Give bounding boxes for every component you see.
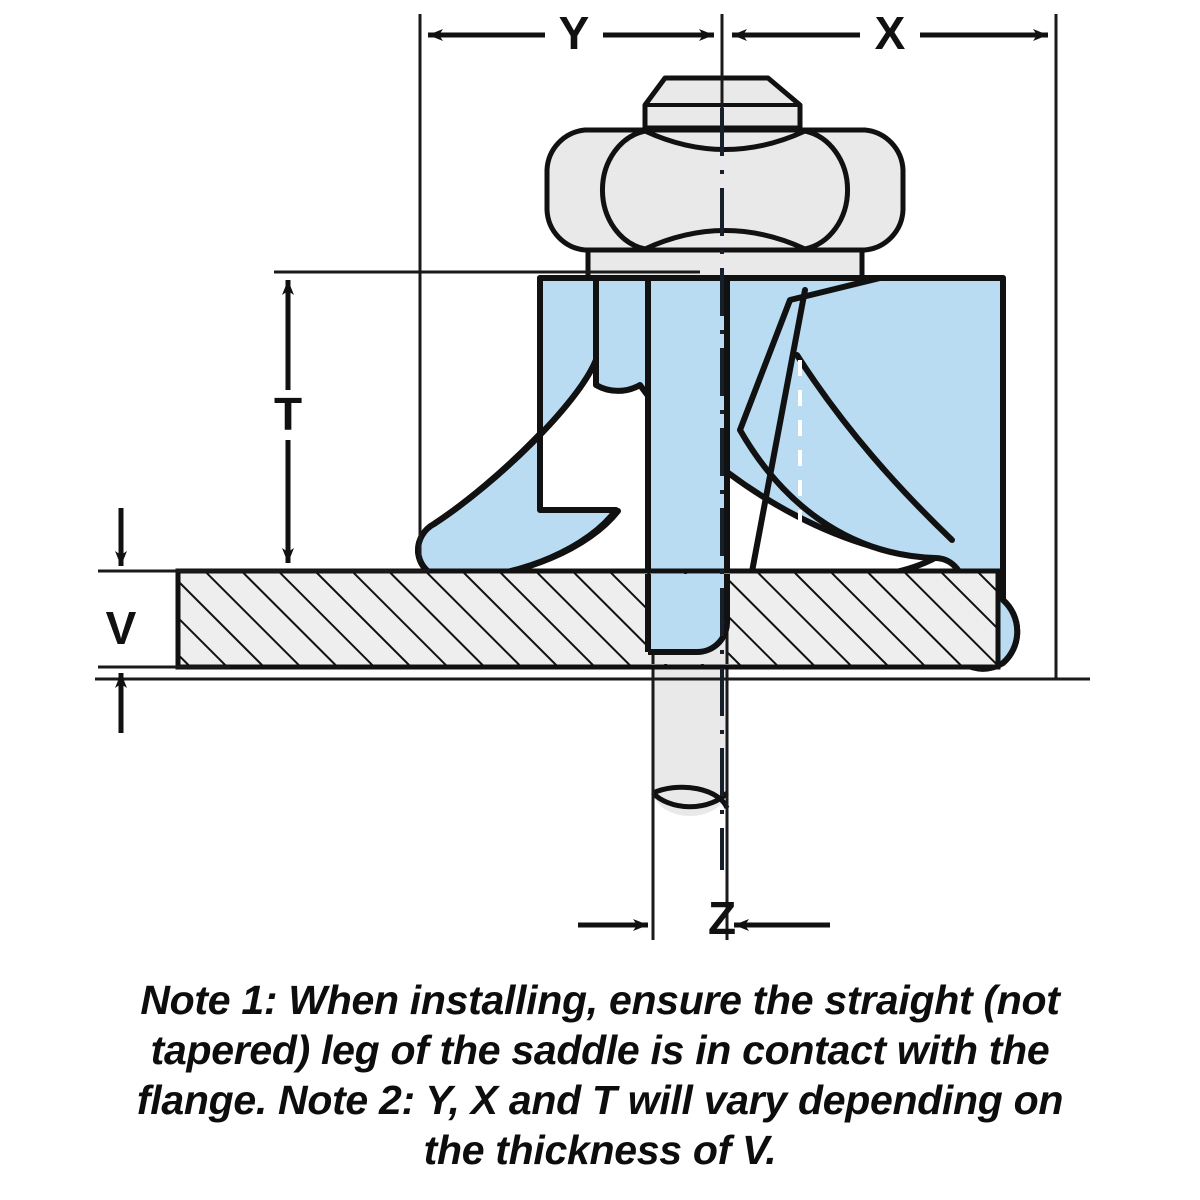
extension-lines bbox=[98, 14, 1058, 940]
note-line-4: the thickness of V. bbox=[423, 1127, 777, 1174]
dimension-z: Z bbox=[578, 892, 830, 944]
dimension-y: Y bbox=[428, 7, 714, 59]
dimension-label-x: X bbox=[875, 7, 906, 59]
dimension-label-z: Z bbox=[708, 892, 736, 944]
dimension-v: V bbox=[106, 508, 137, 733]
note-line-1: Note 1: When installing, ensure the stra… bbox=[140, 977, 1060, 1023]
hex-nut bbox=[544, 127, 906, 253]
dimension-x: X bbox=[732, 7, 1048, 59]
installation-notes: Note 1: When installing, ensure the stra… bbox=[120, 975, 1080, 1175]
dimension-label-v: V bbox=[106, 602, 137, 654]
dimension-t: T bbox=[274, 280, 302, 563]
dimension-label-t: T bbox=[274, 388, 302, 440]
flange-section bbox=[175, 568, 1001, 670]
dimension-label-y: Y bbox=[559, 7, 590, 59]
note-line-3: flange. Note 2: Y, X and T will vary dep… bbox=[136, 1077, 1064, 1124]
note-line-2: tapered) leg of the saddle is in contact… bbox=[150, 1027, 1050, 1074]
saddle-clamp-diagram: Y X T V bbox=[95, 7, 1090, 944]
flat-washer bbox=[585, 247, 865, 281]
